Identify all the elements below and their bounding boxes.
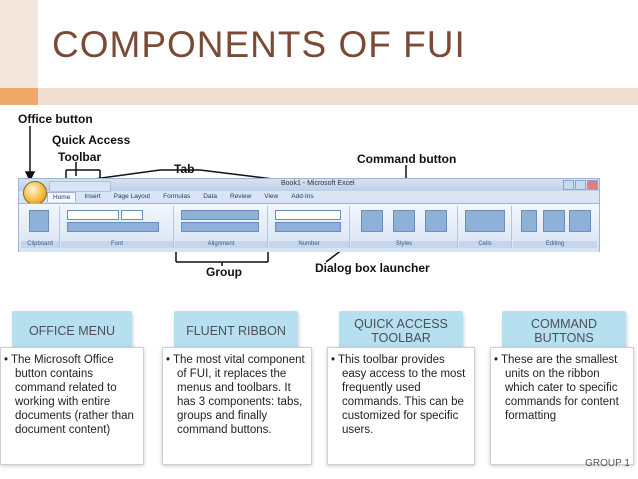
indent-buttons[interactable] <box>181 222 259 232</box>
conditional-formatting-icon[interactable] <box>361 210 383 232</box>
font-format-buttons[interactable] <box>67 222 159 232</box>
quick-access-toolbar[interactable] <box>49 181 111 192</box>
insert-delete-format-buttons[interactable] <box>465 210 505 232</box>
tab-formulas[interactable]: Formulas <box>163 193 191 200</box>
group-alignment: Alignment <box>175 206 268 248</box>
sort-filter-icon[interactable] <box>543 210 565 232</box>
card-text: • These are the smallest units on the ri… <box>494 354 619 422</box>
ribbon: Clipboard Font Alignment Number <box>19 203 599 252</box>
group-label: Font <box>61 241 173 248</box>
close-icon[interactable] <box>587 180 598 190</box>
window-title: Book1 - Microsoft Excel <box>281 180 355 187</box>
left-decor-bar <box>0 0 38 105</box>
group-number: Number <box>269 206 350 248</box>
paste-icon[interactable] <box>29 210 49 232</box>
office-button-icon[interactable] <box>23 181 47 205</box>
card-header: FLUENT RIBBON <box>174 311 298 351</box>
maximize-icon[interactable] <box>575 180 586 190</box>
card-header: OFFICE MENU <box>12 311 132 351</box>
card-body: • The most vital component of FUI, it re… <box>162 347 312 465</box>
annotation-tab: Tab <box>174 162 195 176</box>
find-select-icon[interactable] <box>569 210 591 232</box>
card-body: • These are the smallest units on the ri… <box>490 347 634 465</box>
cell-styles-icon[interactable] <box>425 210 447 232</box>
group-label: Styles <box>351 241 457 248</box>
tab-page-layout[interactable]: Page Layout <box>113 193 151 200</box>
group-label: Clipboard <box>21 241 59 248</box>
excel-window: Book1 - Microsoft Excel Home Insert Page… <box>18 178 600 252</box>
card-text: • The Microsoft Office button contains c… <box>4 354 134 436</box>
slide-title: COMPONENTS OF FUI <box>52 24 466 65</box>
tab-add-ins[interactable]: Add-Ins <box>291 193 314 200</box>
annotation-command-button: Command button <box>357 152 457 166</box>
ribbon-tabs: Home Insert Page Layout Formulas Data Re… <box>47 192 319 202</box>
tab-review[interactable]: Review <box>229 193 252 200</box>
annotation-office-button: Office button <box>18 112 93 126</box>
group-label: Alignment <box>175 241 267 248</box>
card-body: • The Microsoft Office button contains c… <box>0 347 144 465</box>
card-body: • This toolbar provides easy access to t… <box>327 347 475 465</box>
card-header: QUICK ACCESS TOOLBAR <box>339 311 463 351</box>
group-label: Cells <box>459 241 511 248</box>
card-header: COMMAND BUTTONS <box>502 311 626 351</box>
accent-block <box>0 88 38 105</box>
title-divider-band <box>38 88 638 105</box>
group-font: Font <box>61 206 174 248</box>
annotation-group: Group <box>206 265 242 279</box>
card-text: • This toolbar provides easy access to t… <box>331 354 466 436</box>
group-clipboard: Clipboard <box>21 206 60 248</box>
group-editing: Editing <box>513 206 597 248</box>
slide-footer: GROUP 1 <box>585 458 630 469</box>
number-format-buttons[interactable] <box>275 222 341 232</box>
tab-data[interactable]: Data <box>203 193 217 200</box>
format-as-table-icon[interactable] <box>393 210 415 232</box>
tab-home[interactable]: Home <box>47 192 77 202</box>
font-size-box[interactable] <box>121 210 143 220</box>
minimize-icon[interactable] <box>563 180 574 190</box>
group-cells: Cells <box>459 206 512 248</box>
tab-view[interactable]: View <box>264 193 279 200</box>
group-styles: Styles <box>351 206 458 248</box>
card-text: • The most vital component of FUI, it re… <box>166 354 305 436</box>
annotation-dialog-launcher: Dialog box launcher <box>315 261 430 275</box>
annotation-quick-access: Quick Access <box>52 133 131 147</box>
group-label: Number <box>269 241 349 248</box>
alignment-buttons[interactable] <box>181 210 259 220</box>
annotation-toolbar: Toolbar <box>58 150 102 164</box>
tab-insert[interactable]: Insert <box>84 193 101 200</box>
font-name-box[interactable] <box>67 210 119 220</box>
group-label: Editing <box>513 241 597 248</box>
autosum-icon[interactable] <box>521 210 537 232</box>
number-format-box[interactable] <box>275 210 341 220</box>
annotation-arrows <box>24 126 412 266</box>
window-titlebar: Book1 - Microsoft Excel <box>19 179 599 192</box>
